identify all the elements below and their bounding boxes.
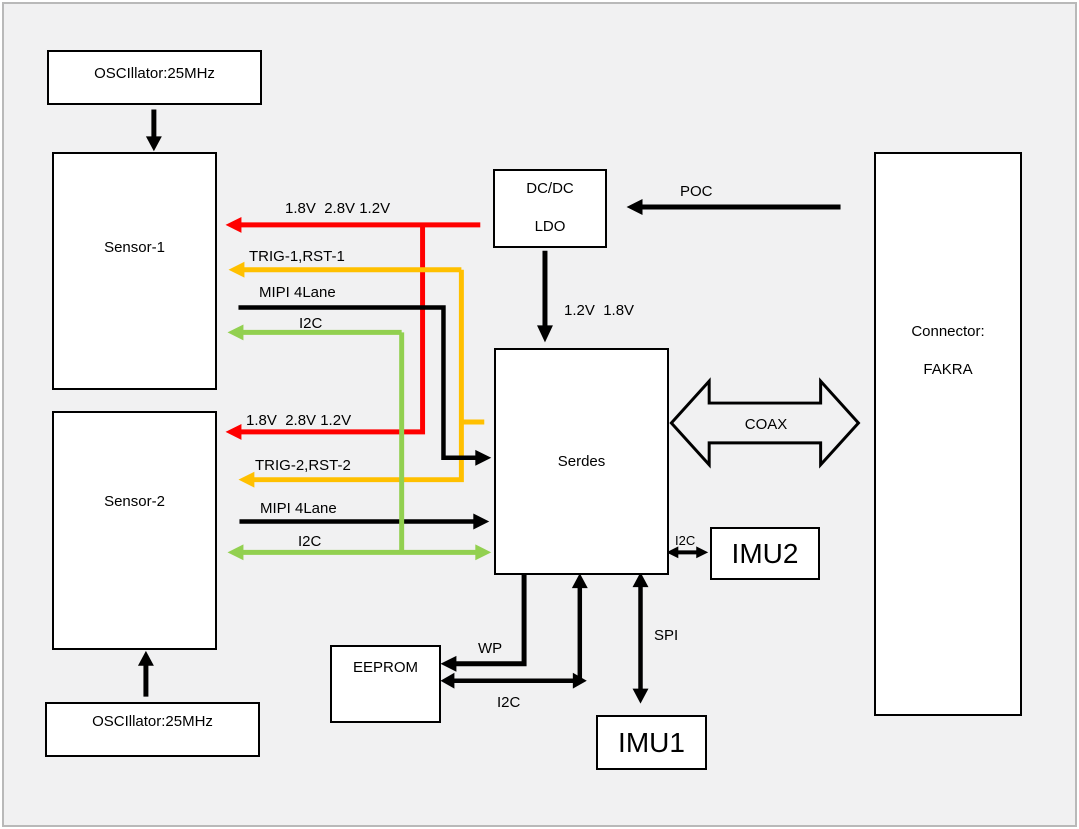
- block-imu2: IMU2: [710, 527, 820, 580]
- block-sensor-1: Sensor-1: [52, 152, 217, 390]
- block-oscillator-1: OSCIllator:25MHz: [47, 50, 262, 105]
- label-trig1: TRIG-1,RST-1: [249, 248, 345, 265]
- label-power1: 1.8V 2.8V 1.2V: [285, 200, 391, 217]
- connector-label-line1: Connector:: [911, 323, 985, 340]
- wiring-layer: [137, 109, 861, 704]
- poc-arrow: [626, 199, 841, 215]
- block-serdes: Serdes: [494, 348, 669, 575]
- wp-wire: [440, 574, 527, 672]
- label-eeprom-i2c: I2C: [497, 694, 521, 711]
- i2c-wire-sensor1: [227, 324, 402, 341]
- eeprom-i2c-wire: [440, 573, 588, 689]
- label-dcdc-out: 1.2V 1.8V: [564, 302, 635, 319]
- imu2-label: IMU2: [731, 537, 799, 569]
- power-wire-sensor1: [225, 216, 481, 233]
- mipi-wire-sensor2: [239, 513, 490, 530]
- block-oscillator-2: OSCIllator:25MHz: [45, 702, 260, 757]
- oscillator-2-label: OSCIllator:25MHz: [92, 713, 213, 730]
- label-spi: SPI: [654, 627, 679, 644]
- oscillator-1-label: OSCIllator:25MHz: [94, 65, 215, 82]
- osc1-to-sensor1-arrow: [145, 109, 162, 152]
- i2c-wire-sensor2: [227, 544, 492, 561]
- serdes-label: Serdes: [557, 452, 606, 470]
- block-sensor-2: Sensor-2: [52, 411, 217, 650]
- connector-label-line2: FAKRA: [923, 361, 973, 378]
- label-coax: COAX: [744, 416, 788, 433]
- mipi-wire-sensor1: [238, 305, 492, 466]
- label-power2: 1.8V 2.8V 1.2V: [246, 412, 352, 429]
- sensor-1-label: Sensor-1: [104, 239, 165, 256]
- label-i2c1: I2C: [299, 315, 323, 332]
- coax-double-arrow: [669, 377, 861, 469]
- label-wp: WP: [478, 640, 503, 657]
- block-dcdc-ldo: DC/DC LDO: [493, 169, 607, 248]
- sensor-2-label: Sensor-2: [104, 493, 165, 510]
- spi-wire: [632, 572, 649, 704]
- power-wire-sensor2: [225, 224, 426, 440]
- trig-wire-sensor1: [228, 261, 462, 278]
- block-eeprom: EEPROM: [330, 645, 441, 723]
- eeprom-label: EEPROM: [352, 659, 418, 676]
- label-poc: POC: [680, 183, 713, 200]
- osc2-to-sensor2-arrow: [137, 650, 154, 697]
- label-imu2-i2c: I2C: [675, 533, 696, 548]
- imu2-i2c-wire: [666, 546, 709, 559]
- dcdc-label-line2: LDO: [534, 218, 566, 235]
- label-mipi2: MIPI 4Lane: [260, 500, 337, 517]
- trig-wire-sensor2: [238, 269, 464, 488]
- label-mipi1: MIPI 4Lane: [259, 284, 336, 301]
- block-imu1: IMU1: [596, 715, 707, 770]
- dcdc-to-serdes-arrow: [537, 250, 553, 343]
- imu1-label: IMU1: [618, 726, 685, 758]
- dcdc-label-line1: DC/DC: [526, 180, 574, 197]
- label-trig2: TRIG-2,RST-2: [255, 457, 351, 474]
- label-i2c2: I2C: [298, 533, 322, 550]
- block-connector-fakra: Connector: FAKRA: [874, 152, 1022, 716]
